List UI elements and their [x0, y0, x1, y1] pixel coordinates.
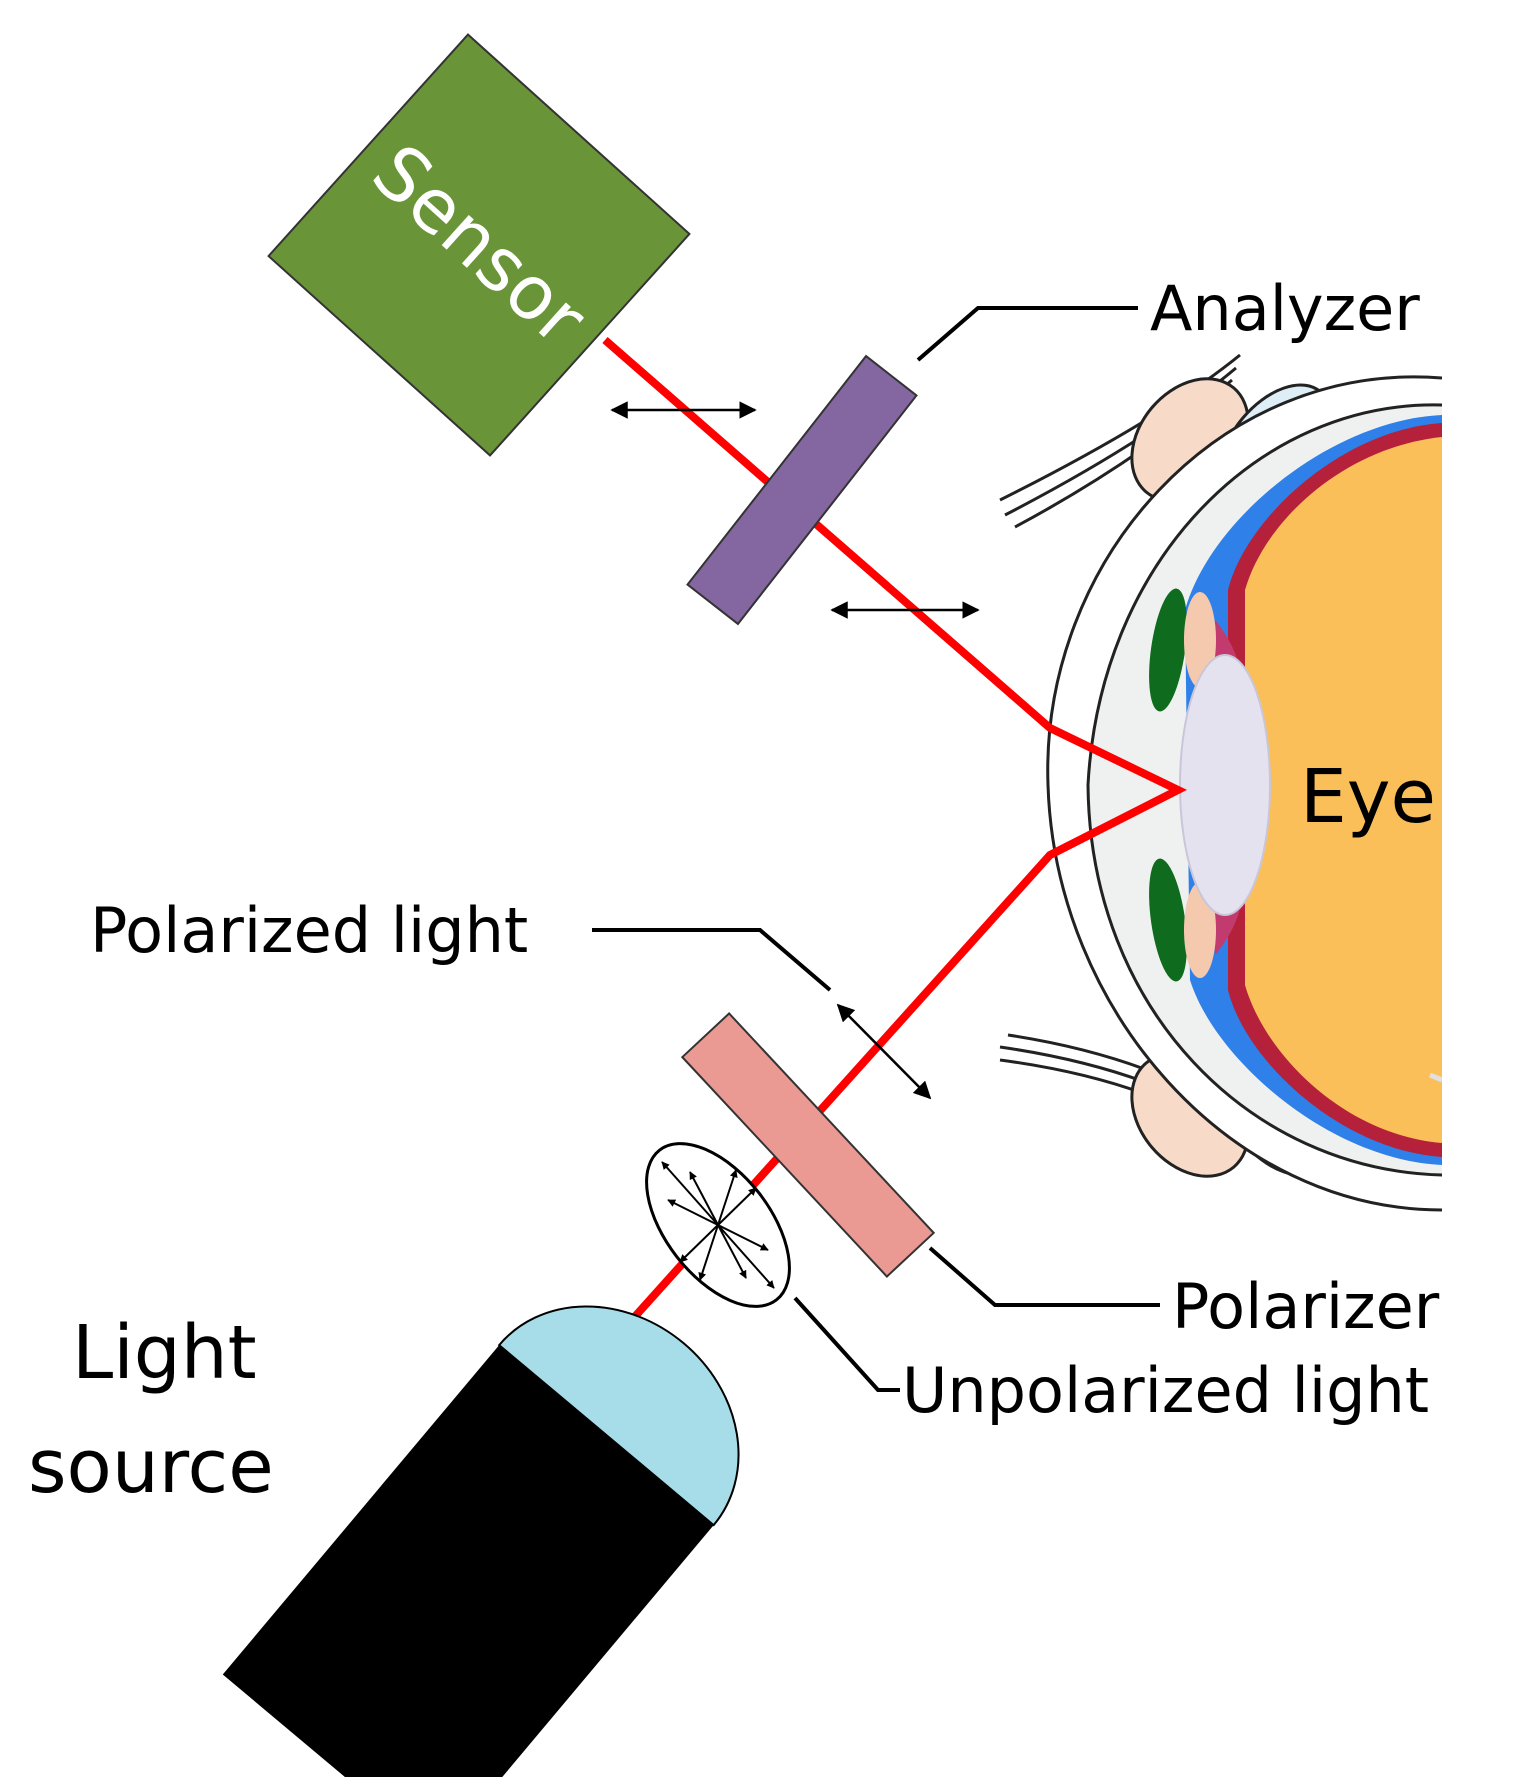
sensor-box — [267, 33, 691, 457]
polarizer-leader-line — [928, 1246, 1160, 1307]
vitreous-body — [1245, 437, 1442, 1143]
polarized-light-leader-line — [592, 928, 832, 992]
polarizer-label: Polarizer — [1172, 1270, 1440, 1343]
eye-anatomy — [999, 353, 1442, 1212]
unpolarized-light-symbol: Unpolarized light — [645, 1142, 1429, 1427]
polarized-light-label: Polarized light — [90, 894, 528, 967]
sensor: Sensor — [267, 33, 691, 457]
light-source-body — [222, 1345, 714, 1782]
analyzer-leader-line — [916, 306, 1138, 362]
polarizer: Polarizer — [680, 1012, 1440, 1343]
unpolarized-light-label: Unpolarized light — [902, 1354, 1429, 1427]
analyzer-label: Analyzer — [1150, 272, 1420, 345]
polarizer-plate — [680, 1012, 936, 1278]
light-source-label-line2: source — [28, 1424, 274, 1510]
iris-lower — [1149, 858, 1187, 982]
unpolarized-light-arrows — [661, 1161, 775, 1289]
polarized-light-arrow — [836, 1003, 932, 1100]
iris-upper — [1149, 588, 1187, 712]
light-source-label-line1: Light — [72, 1310, 257, 1396]
analyzer: Analyzer — [686, 272, 1420, 626]
analyzer-plate — [686, 354, 918, 626]
vitreous-highlight — [1429, 1072, 1442, 1083]
light-source — [222, 1305, 740, 1782]
light-source-head — [497, 1305, 740, 1527]
eye-label: Eye — [1300, 754, 1436, 840]
unpolarized-light-leader-line — [793, 1296, 900, 1392]
lens — [1179, 654, 1271, 916]
